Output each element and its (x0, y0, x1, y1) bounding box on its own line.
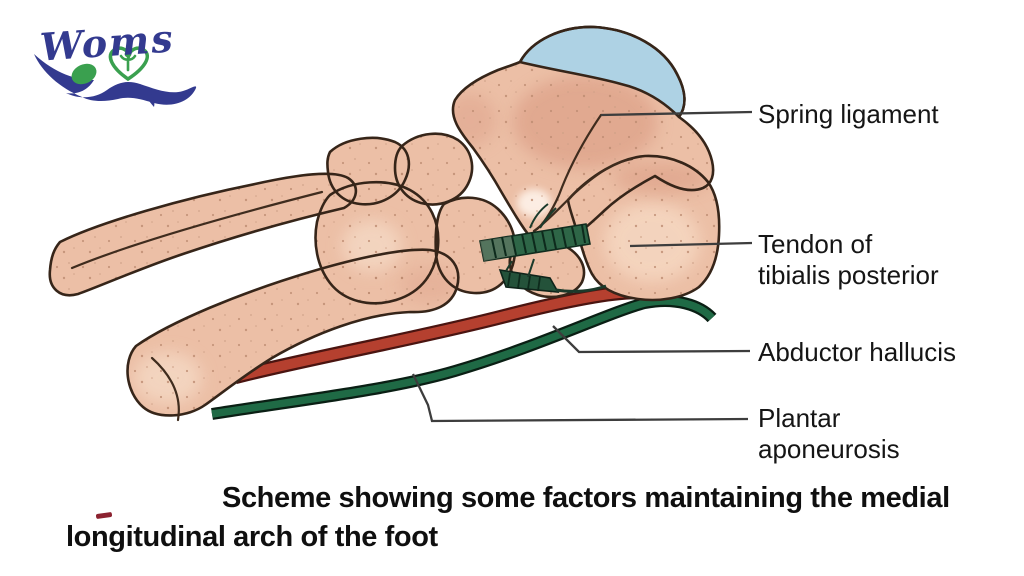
person-icon-head (124, 50, 132, 58)
leader-lines (411, 110, 753, 423)
swoosh-tail-shape (140, 84, 155, 107)
label-spring-ligament: Spring ligament (758, 99, 939, 129)
figure-caption-line-1: Scheme showing some factors maintaining … (222, 482, 950, 514)
abductor-hallucis-band (233, 284, 637, 385)
label-plantar-line-1: Plantar (758, 403, 841, 433)
leaf-shape (71, 63, 97, 85)
leader-line-abductor-hallucis (552, 325, 751, 354)
person-icon-body (119, 54, 137, 72)
label-plantar-line-2: aponeurosis (758, 434, 900, 464)
leader-line-spring-ligament (600, 110, 753, 117)
brand-logo: Woms (28, 12, 218, 112)
leader-line-plantar-aponeurosis (411, 373, 749, 423)
figure-caption-line-2: longitudinal arch of the foot (66, 521, 438, 553)
label-tendon-tibialis-posterior: Tendon of tibialis posterior (758, 229, 939, 291)
label-abductor-hallucis: Abductor hallucis (758, 337, 956, 367)
brand-logo-art (34, 46, 197, 107)
label-plantar-aponeurosis: Plantar aponeurosis (758, 403, 900, 465)
tibialis-posterior-tendon (479, 203, 607, 293)
label-tendon-line-2: tibialis posterior (758, 260, 939, 290)
label-tendon-line-1: Tendon of (758, 229, 873, 259)
swoosh-shape (34, 54, 197, 105)
brand-logo-text: Woms (38, 15, 176, 70)
leader-line-tendon-tibialis-posterior (629, 241, 753, 248)
plantar-aponeurosis-band (211, 294, 717, 420)
